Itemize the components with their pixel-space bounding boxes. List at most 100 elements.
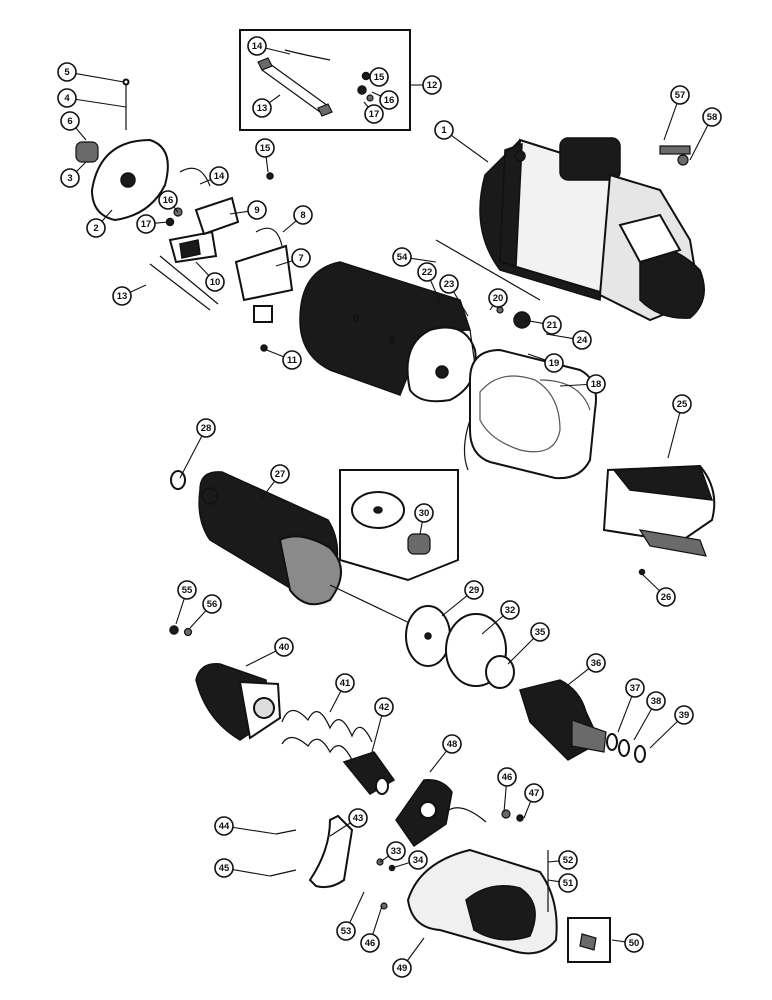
leader-line-c4 <box>75 98 127 108</box>
callout-number: 30 <box>419 508 430 519</box>
callout-circle <box>422 75 442 95</box>
plunger <box>342 751 396 795</box>
callout-circle <box>624 933 644 953</box>
leader-line-c36 <box>563 668 590 689</box>
callout-c10: 10 <box>205 272 225 292</box>
callout-c27: 27 <box>270 464 290 484</box>
callout-circle <box>112 286 132 306</box>
callout-number: 6 <box>67 116 72 127</box>
callout-c49: 49 <box>392 958 412 978</box>
callout-number: 45 <box>219 863 230 874</box>
leader-line-c47 <box>523 801 532 819</box>
leader-line-c45 <box>232 869 271 877</box>
callout-number: 19 <box>549 358 560 369</box>
leader-line-c13b <box>129 284 147 293</box>
callout-circle <box>335 673 355 693</box>
callout-circle <box>136 214 156 234</box>
callout-c35: 35 <box>530 622 550 642</box>
callout-number: 1 <box>441 125 447 136</box>
leader-line-c46 <box>503 785 507 813</box>
callout-circle <box>158 190 178 210</box>
leader-line-c13 <box>268 94 281 104</box>
callout-c12: 12 <box>422 75 442 95</box>
callout-circle <box>414 503 434 523</box>
leader-line-c28 <box>179 435 203 479</box>
callout-number: 8 <box>300 210 305 221</box>
callout-number: 47 <box>529 788 540 799</box>
callout-circle <box>542 315 562 335</box>
callout-c2: 2 <box>86 218 106 238</box>
callout-c57: 57 <box>670 85 690 105</box>
leader-line-c24 <box>545 333 574 340</box>
callout-circle <box>530 622 550 642</box>
callout-circle <box>247 200 267 220</box>
callout-c22: 22 <box>417 262 437 282</box>
starter-motor-assembly <box>479 137 705 322</box>
leader-line-c10 <box>195 261 210 276</box>
leader-line-c55 <box>175 598 185 625</box>
callout-number: 20 <box>493 293 504 304</box>
leader-line-c2 <box>101 209 113 222</box>
leader-line-c25 <box>667 412 681 459</box>
callout-number: 33 <box>391 846 402 857</box>
callout-circle <box>524 783 544 803</box>
callout-number: 28 <box>201 423 212 434</box>
callout-c55: 55 <box>177 580 197 600</box>
callout-number: 35 <box>535 627 546 638</box>
callout-circle <box>674 705 694 725</box>
callout-c29: 29 <box>464 580 484 600</box>
callout-number: 3 <box>67 173 72 184</box>
callout-c21: 21 <box>542 315 562 335</box>
leader-line-c7 <box>275 260 293 267</box>
callout-circle <box>572 330 592 350</box>
callout-circle <box>177 580 197 600</box>
callout-circle <box>558 873 578 893</box>
callout-circle <box>255 138 275 158</box>
callout-c8: 8 <box>293 205 313 225</box>
callout-number: 34 <box>413 855 424 866</box>
callout-c16: 16 <box>379 90 399 110</box>
leader-line-c54 <box>410 257 437 263</box>
leader-line-c35 <box>507 637 535 665</box>
callout-circle <box>364 104 384 124</box>
leader-line-c51 <box>547 879 560 883</box>
inset-brush-lead-box <box>239 29 411 131</box>
callout-c19: 19 <box>544 353 564 373</box>
callout-c15: 15 <box>369 67 389 87</box>
leader-line-c6 <box>75 127 87 141</box>
callout-circle <box>464 580 484 600</box>
seal-plate <box>395 779 453 848</box>
leader-line-c15b <box>265 156 269 173</box>
callout-circle <box>408 850 428 870</box>
callout-circle <box>247 36 267 56</box>
leader-line-c43 <box>329 822 351 837</box>
leader-line-c34 <box>391 862 410 869</box>
callout-circle <box>369 67 389 87</box>
callout-c36: 36 <box>586 653 606 673</box>
shift-lever <box>269 814 354 889</box>
callout-number: 42 <box>379 702 390 713</box>
callout-number: 51 <box>563 878 574 889</box>
callout-c37: 37 <box>625 678 645 698</box>
leader-line-c42 <box>371 715 383 753</box>
callout-circle <box>293 205 313 225</box>
callout-c28: 28 <box>196 418 216 438</box>
callout-c34: 34 <box>408 850 428 870</box>
callout-c48: 48 <box>442 734 462 754</box>
callout-circle <box>544 353 564 373</box>
callout-number: 11 <box>287 355 298 366</box>
callout-circle <box>374 697 394 717</box>
callout-c44: 44 <box>214 816 234 836</box>
callout-circle <box>586 374 606 394</box>
callout-number: 10 <box>210 277 221 288</box>
callout-c43: 43 <box>348 808 368 828</box>
leader-line-c48 <box>429 750 447 773</box>
leader-line-c23 <box>453 291 469 317</box>
callout-c41: 41 <box>335 673 355 693</box>
callout-c50: 50 <box>624 933 644 953</box>
callout-number: 7 <box>298 253 303 264</box>
callout-c45: 45 <box>214 858 234 878</box>
callout-circle <box>625 678 645 698</box>
leader-line-c49 <box>406 937 425 962</box>
callout-number: 54 <box>397 252 408 263</box>
